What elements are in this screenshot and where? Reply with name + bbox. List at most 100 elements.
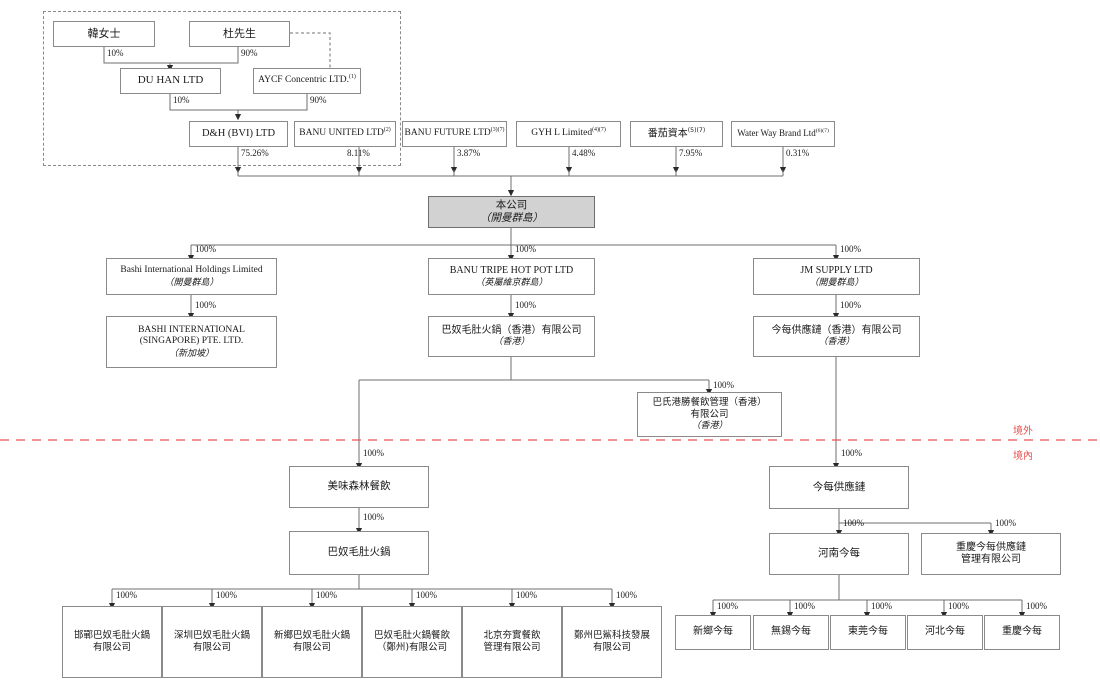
node-han-madam[interactable]: 韓女士 [53,21,155,47]
node-label-2: 有限公司 [690,408,729,420]
node-label: BANU FUTURE LTD(3)(7) [405,127,505,140]
pct-dh-to-company: 75.26% [241,148,269,158]
pct-gyh-to-company: 4.48% [572,148,596,158]
node-banu-tripe-hot-pot-ltd[interactable]: BANU TRIPE HOT POT LTD （英屬維京群島） [428,258,595,295]
node-jurisdiction: （新加坡） [168,348,214,359]
node-jm-supply-ltd[interactable]: JM SUPPLY LTD （開曼群島） [753,258,920,295]
node-jurisdiction: （香港） [818,337,855,348]
pct-meiwei-to-banumaodu: 100% [363,512,384,522]
node-label: 邯鄲巴奴毛肚火鍋 [73,630,150,642]
pct-banuhk-to-gangsheng: 100% [713,380,734,390]
pct-waterway-to-company: 0.31% [786,148,810,158]
node-banu-tripe-hotpot-hk[interactable]: 巴奴毛肚火鍋（香港）有限公司 （香港） [428,316,595,357]
node-bashi-international-holdings[interactable]: Bashi International Holdings Limited （開曼… [106,258,277,295]
node-label: Bashi International Holdings Limited [120,264,263,275]
node-jinmei-supply-chain-hk[interactable]: 今每供應鏈（香港）有限公司 （香港） [753,316,920,357]
node-shenzhen-banu[interactable]: 深圳巴奴毛肚火鍋 有限公司 [162,606,262,678]
node-bashi-gangsheng-catering-hk[interactable]: 巴氏港勝餐飲管理（香港） 有限公司 （香港） [637,392,782,437]
node-beijing-hangshi-catering[interactable]: 北京夯實餐飲 管理有限公司 [462,606,562,678]
node-label: 東莞今每 [848,626,888,638]
node-gyh-l-limited[interactable]: GYH L Limited(4)(7) [516,121,621,147]
zone-label-onshore: 境內 [1013,451,1033,462]
node-dh-bvi-ltd[interactable]: D&H (BVI) LTD [189,121,288,147]
footnote-marker: (4)(7) [592,127,606,134]
node-label: 韓女士 [87,27,121,41]
node-handan-banu[interactable]: 邯鄲巴奴毛肚火鍋 有限公司 [62,606,162,678]
node-xinxiang-banu[interactable]: 新鄉巴奴毛肚火鍋 有限公司 [262,606,362,678]
node-label: BANU UNITED LTD(2) [299,127,390,140]
node-label-2: 有限公司 [292,642,331,653]
node-label: 深圳巴奴毛肚火鍋 [173,630,250,642]
node-aycf-concentric-ltd[interactable]: AYCF Concentric LTD.(1) [253,68,361,94]
pct-maodu-to-shenzhen: 100% [216,590,237,600]
node-zhengzhou-banu-catering[interactable]: 巴奴毛肚火鍋餐飲 （鄭州)有限公司 [362,606,462,678]
pct-jmhk-to-jmsc: 100% [841,448,862,458]
node-label: BASHI INTERNATIONAL [138,324,245,335]
node-label: 無錫今每 [771,626,811,638]
node-henan-jinmei[interactable]: 河南今每 [769,533,909,575]
node-label: GYH L Limited(4)(7) [531,127,606,140]
node-label: 今每供應鏈（香港）有限公司 [771,324,902,336]
pct-henan-to-wuxi: 100% [794,601,815,611]
node-label-text: AYCF Concentric LTD. [258,75,349,86]
node-bashi-international-singapore[interactable]: BASHI INTERNATIONAL (SINGAPORE) PTE. LTD… [106,316,277,368]
node-wuxi-jinmei[interactable]: 無錫今每 [753,615,829,650]
pct-company-to-bashi: 100% [195,244,216,254]
node-du-mister[interactable]: 杜先生 [189,21,290,47]
node-zhengzhou-basha-tech[interactable]: 鄭州巴鯊科技發展 有限公司 [562,606,662,678]
node-label: 重慶今每供應鏈 [956,541,1026,553]
node-meiwei-senlin-catering[interactable]: 美味森林餐飲 [289,466,429,508]
node-label-text: Water Way Brand Ltd [737,128,816,139]
node-label: 北京夯實餐飲 [483,630,541,642]
node-label-text: BANU FUTURE LTD [404,128,491,139]
pct-maodu-to-handan: 100% [116,590,137,600]
node-label: JM SUPPLY LTD [800,264,873,276]
node-dongguan-jinmei[interactable]: 東莞今每 [830,615,906,650]
node-label-text: 番茄資本 [647,128,688,140]
node-jurisdiction: （香港） [493,337,530,348]
node-chongqing-jinmei-supply-mgmt[interactable]: 重慶今每供應鏈 管理有限公司 [921,533,1061,575]
node-label: 河北今每 [925,626,965,638]
pct-company-to-jm: 100% [840,244,861,254]
node-fanqie-capital[interactable]: 番茄資本(5)(7) [630,121,723,147]
pct-maodu-to-zhengzhou-canyin: 100% [416,590,437,600]
footnote-marker: (6)(7) [815,128,829,135]
node-banu-future-ltd[interactable]: BANU FUTURE LTD(3)(7) [402,121,507,147]
node-label-text: GYH L Limited [531,128,593,139]
pct-henan-to-dongguan: 100% [871,601,892,611]
node-label-2: 有限公司 [192,642,231,653]
pct-maodu-to-zhengzhou-tech: 100% [616,590,637,600]
node-label: 本公司 [495,198,528,211]
node-jurisdiction: （開曼群島） [809,277,864,288]
node-du-han-ltd[interactable]: DU HAN LTD [120,68,221,94]
node-hebei-jinmei[interactable]: 河北今每 [907,615,983,650]
node-xinxiang-jinmei[interactable]: 新鄉今每 [675,615,751,650]
pct-aycf-to-dh: 90% [310,95,327,105]
node-label: 新鄉巴奴毛肚火鍋 [273,630,350,642]
node-the-company[interactable]: 本公司 （開曼群島） [428,196,595,228]
pct-banuhk-to-meiwei: 100% [363,448,384,458]
node-banu-maodu-hotpot[interactable]: 巴奴毛肚火鍋 [289,531,429,575]
node-label-2: 管理有限公司 [961,554,1021,565]
node-label: 河南今每 [818,547,860,560]
node-jurisdiction: （英屬維京群島） [475,277,548,288]
node-label: 美味森林餐飲 [327,480,391,493]
pct-duhan-to-dh: 10% [173,95,190,105]
node-water-way-brand-ltd[interactable]: Water Way Brand Ltd(6)(7) [731,121,835,147]
node-label: 重慶今每 [1002,626,1042,638]
pct-tripe-to-banuhk: 100% [515,300,536,310]
node-jinmei-supply-chain[interactable]: 今每供應鏈 [769,466,909,509]
node-chongqing-jinmei[interactable]: 重慶今每 [984,615,1060,650]
controlling-shareholder-group-box [43,11,401,166]
pct-company-to-tripe: 100% [515,244,536,254]
node-label-text: BANU UNITED LTD [299,128,384,139]
pct-maodu-to-xinxiang: 100% [316,590,337,600]
pct-jm-to-jmhk: 100% [840,300,861,310]
pct-jmsc-to-chongqing-mgmt: 100% [995,518,1016,528]
footnote-marker: (3)(7) [490,127,505,134]
pct-henan-to-hebei: 100% [948,601,969,611]
node-label: 巴奴毛肚火鍋 [327,546,391,559]
node-label-2: （鄭州)有限公司 [376,642,448,653]
node-banu-united-ltd[interactable]: BANU UNITED LTD(2) [294,121,396,147]
node-label: DU HAN LTD [137,74,204,87]
